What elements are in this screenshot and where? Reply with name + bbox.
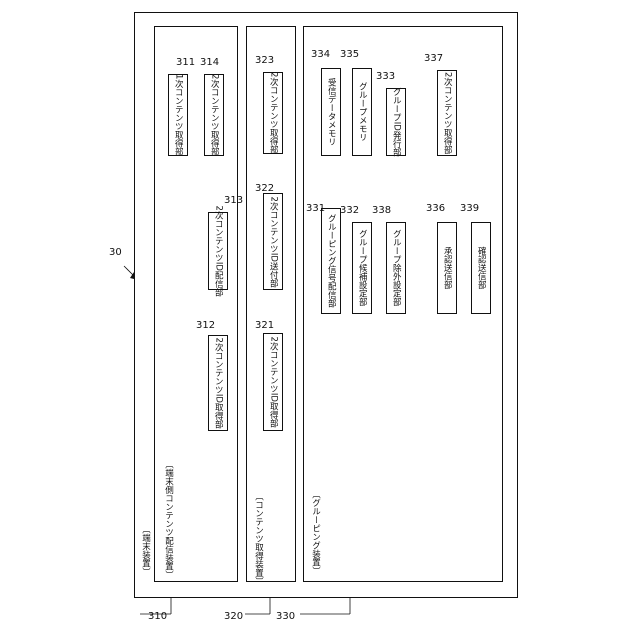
group-label-310: 〔端末側コンテンツ配信装置〕	[164, 460, 173, 579]
ref-335: 335	[340, 50, 359, 60]
ref-311: 311	[176, 58, 195, 68]
unit-337: 2次コンテンツ取得部	[437, 70, 457, 156]
ref-334: 334	[311, 50, 330, 60]
unit-311: 1次コンテンツ取得部	[168, 74, 188, 156]
unit-321: 2次コンテンツID取得部	[263, 333, 283, 431]
ref-336: 336	[426, 204, 445, 214]
unit-313: 2次コンテンツID配信部	[208, 212, 228, 290]
unit-331: グルーピング信号配信部	[321, 208, 341, 314]
unit-312: 2次コンテンツID取得部	[208, 335, 228, 431]
ref-339: 339	[460, 204, 479, 214]
ref-337: 337	[424, 54, 443, 64]
group-ref-310: 310	[148, 612, 167, 622]
unit-332: グループ候補設定部	[352, 222, 372, 314]
unit-314: 2次コンテンツ取得部	[204, 74, 224, 156]
unit-323: 2次コンテンツ取得部	[263, 72, 283, 154]
unit-334: 受信データメモリ	[321, 68, 341, 156]
unit-322: 2次コンテンツID送付部	[263, 193, 283, 290]
ref-314: 314	[200, 58, 219, 68]
terminal-device-label: 〔端末装置〕	[141, 525, 150, 576]
unit-336: 承認送信部	[437, 222, 457, 314]
ref-331: 331	[306, 204, 325, 214]
group-label-330: 〔グルーピング装置〕	[311, 490, 320, 575]
ref-338: 338	[372, 206, 391, 216]
unit-335: グループメモリ	[352, 68, 372, 156]
group-ref-330: 330	[276, 612, 295, 622]
unit-338: グループ除外設定部	[386, 222, 406, 314]
ref-323: 323	[255, 56, 274, 66]
ref-312: 312	[196, 321, 215, 331]
group-label-320: 〔コンテンツ取得装置〕	[254, 492, 263, 586]
ref-322: 322	[255, 184, 274, 194]
unit-339: 確認送信部	[471, 222, 491, 314]
ref-321: 321	[255, 321, 274, 331]
ref-333: 333	[376, 72, 395, 82]
ref-332: 332	[340, 206, 359, 216]
group-ref-320: 320	[224, 612, 243, 622]
unit-333: グループID発行部	[386, 88, 406, 156]
ref-313: 313	[224, 196, 243, 206]
terminal-ref: 30	[109, 248, 122, 258]
